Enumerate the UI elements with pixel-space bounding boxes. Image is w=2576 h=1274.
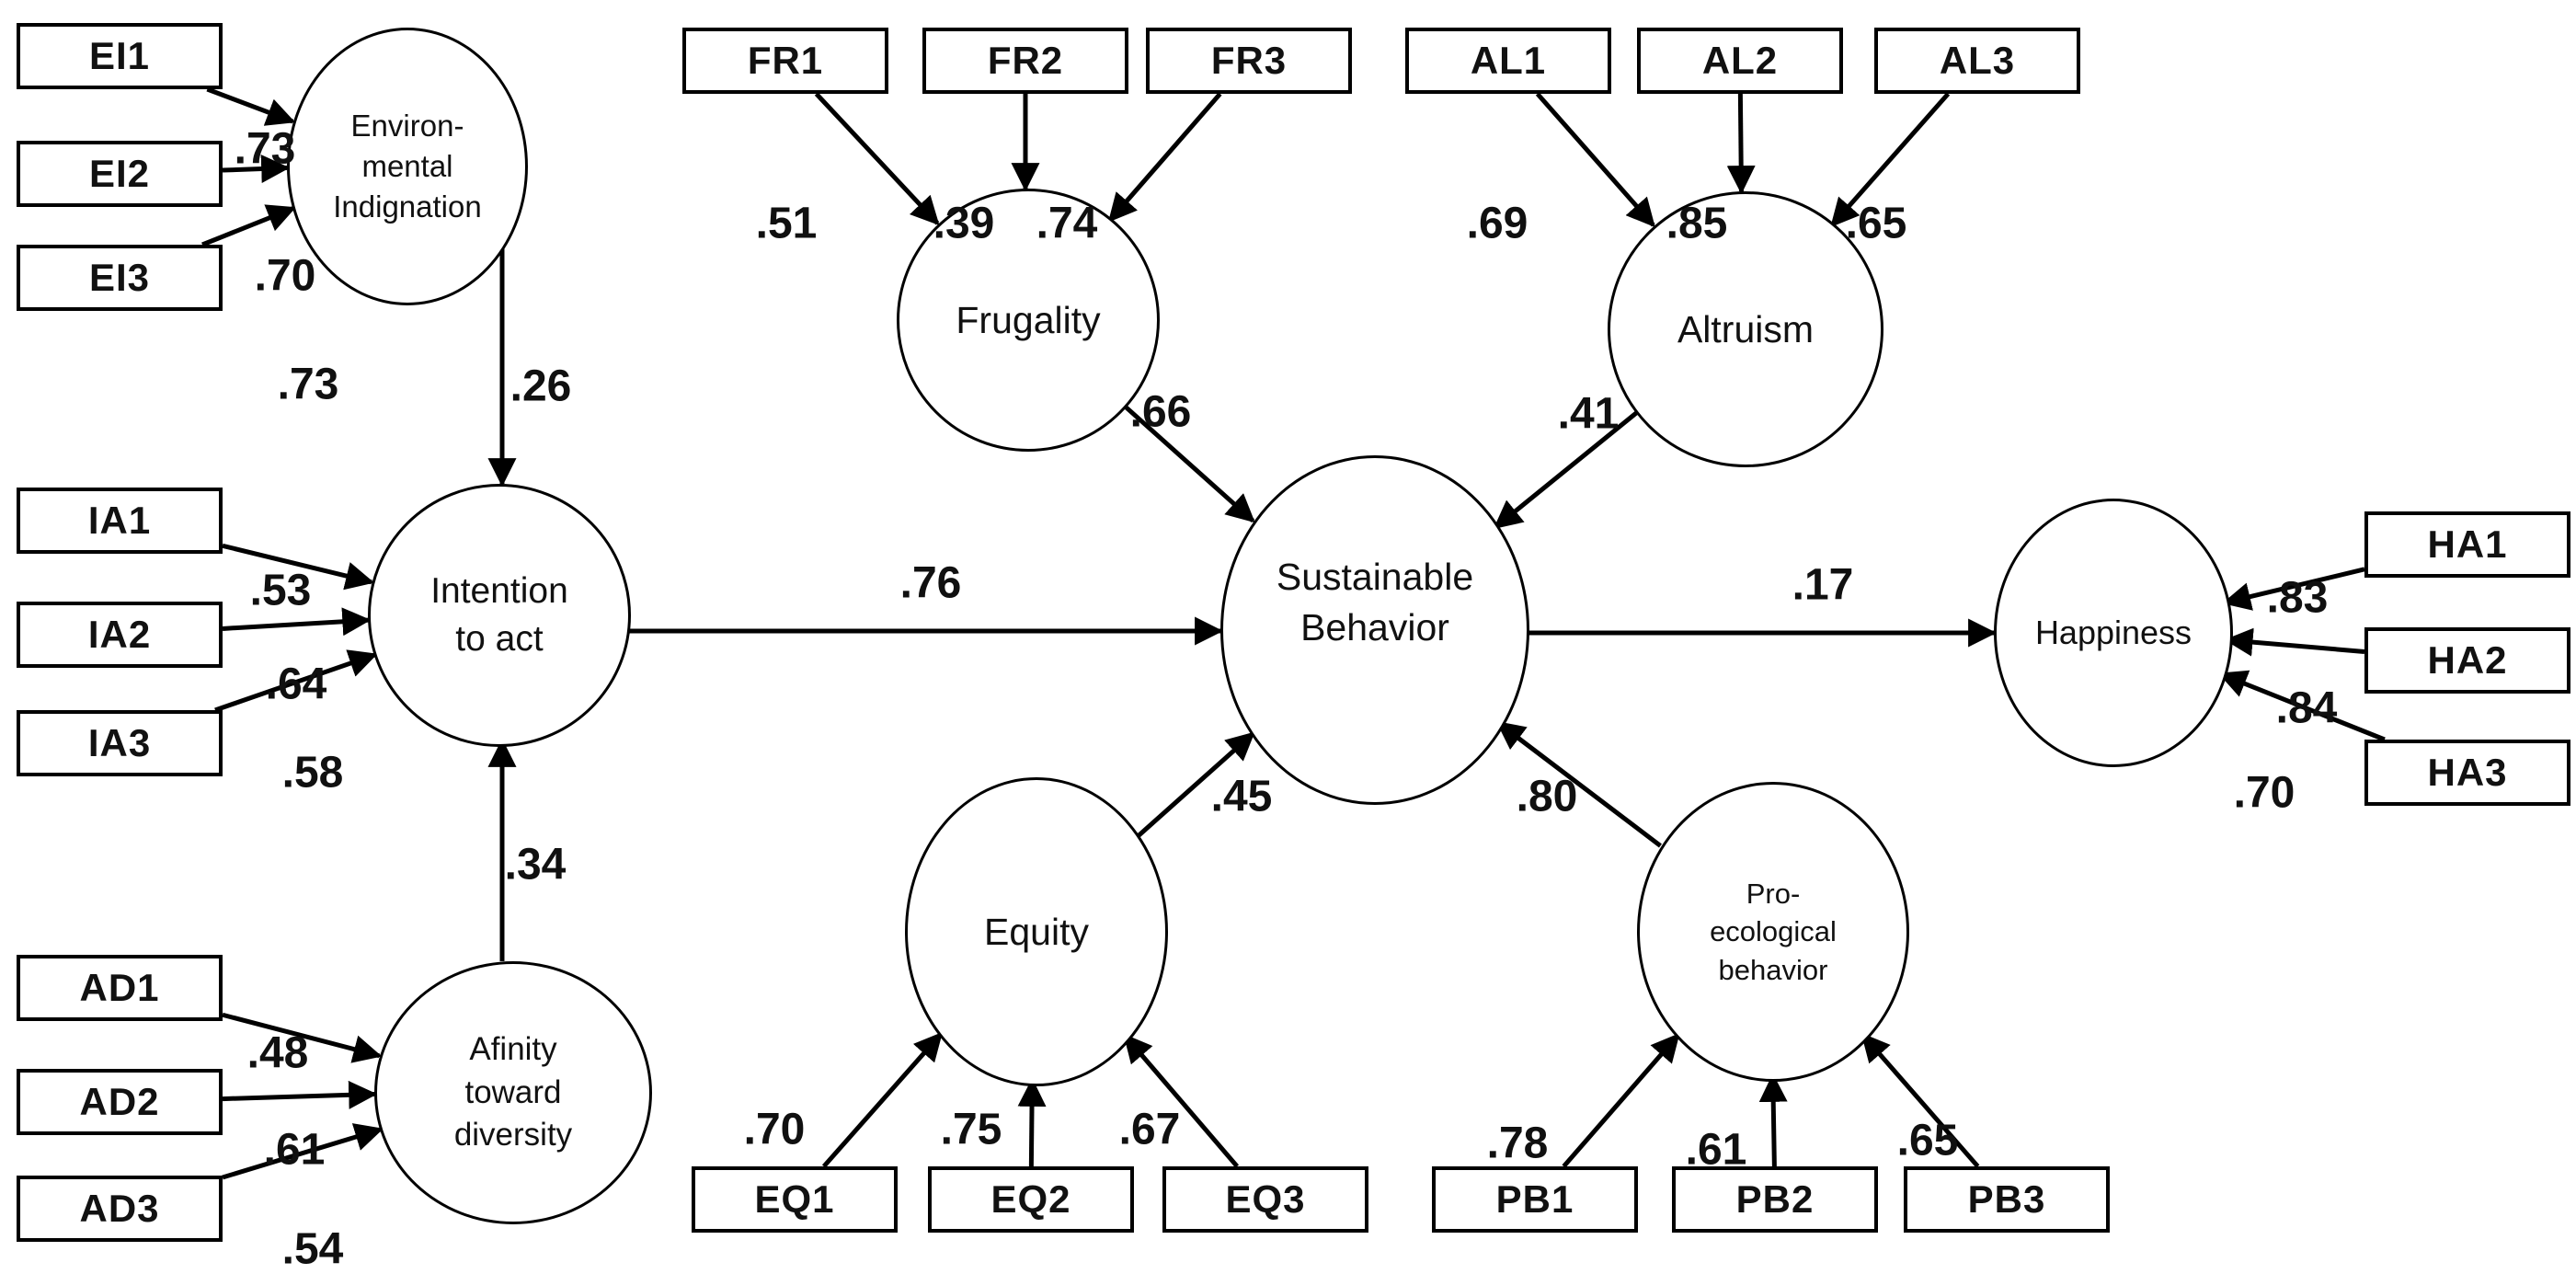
path-arrow-FR1-frugality xyxy=(814,92,940,226)
path-arrow-AD2-afinity xyxy=(222,1080,378,1109)
path-arrow-EQ2-equity xyxy=(1017,1077,1047,1167)
path-arrow-EI2-envind xyxy=(222,155,291,184)
path-arrow-equity-sustainable xyxy=(1135,731,1255,840)
path-arrow-proeco-sustainable xyxy=(1495,720,1662,848)
path-arrow-AD1-afinity xyxy=(222,1012,383,1063)
path-arrow-EI3-envind xyxy=(201,204,296,247)
path-arrow-EI1-envind xyxy=(206,86,296,126)
path-arrow-IA3-intention xyxy=(214,649,378,713)
path-arrow-AL3-altruism xyxy=(1830,92,1951,228)
path-arrow-FR3-frugality xyxy=(1107,92,1222,223)
path-arrow-HA2-happiness xyxy=(2224,627,2365,657)
path-arrow-IA1-intention xyxy=(222,543,374,591)
path-arrow-EQ1-equity xyxy=(821,1031,944,1168)
path-arrow-HA3-happiness xyxy=(2217,670,2386,742)
path-arrow-IA2-intention xyxy=(222,607,372,637)
path-arrow-HA1-happiness xyxy=(2222,567,2365,611)
path-arrow-frugality-sustainable xyxy=(1119,401,1255,523)
path-arrow-AD3-afinity xyxy=(222,1123,384,1180)
path-arrow-altruism-sustainable xyxy=(1493,409,1640,530)
path-arrow-PB3-proeco xyxy=(1860,1032,1980,1168)
path-arrow-AL1-altruism xyxy=(1535,92,1655,228)
path-arrow-EQ3-equity xyxy=(1123,1033,1240,1168)
path-arrow-PB1-proeco xyxy=(1562,1033,1680,1168)
path-arrow-AL2-altruism xyxy=(1726,93,1756,195)
path-arrow-PB2-proeco xyxy=(1758,1073,1788,1167)
